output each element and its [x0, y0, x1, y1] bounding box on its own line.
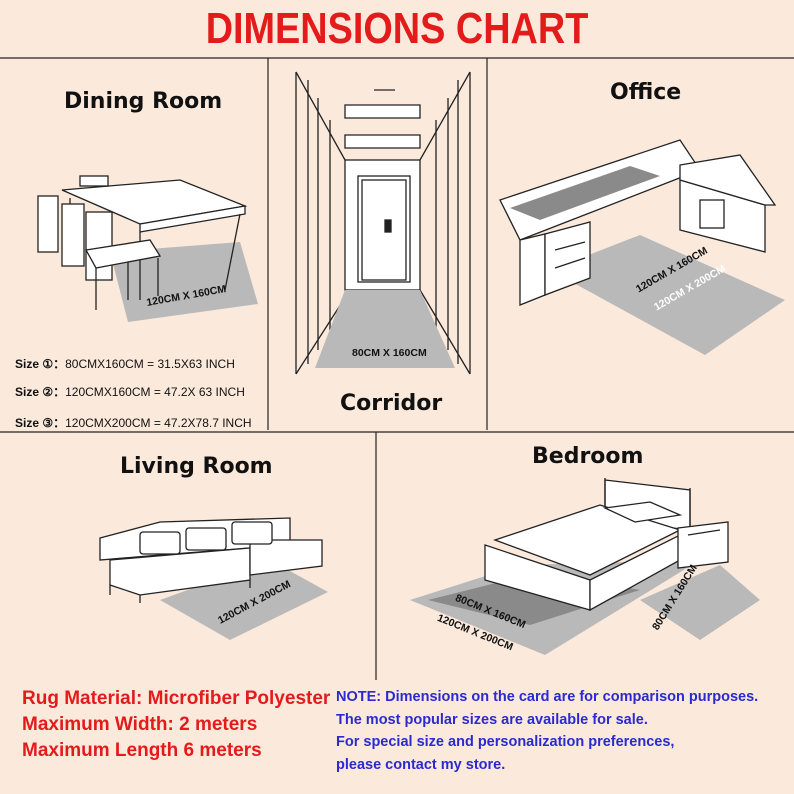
size-row-value: 80CMX160CM = 31.5X63 INCH [65, 357, 235, 371]
note-line: The most popular sizes are available for… [336, 711, 648, 728]
specs-block: Rug Material: Microfiber Polyester Maxim… [22, 686, 330, 764]
spec-length: Maximum Length 6 meters [22, 740, 262, 761]
room-title-bedroom: Bedroom [532, 444, 644, 469]
corridor-illustration [295, 71, 471, 375]
dining-rug [110, 242, 258, 322]
note-line: NOTE: Dimensions on the card are for com… [336, 689, 759, 705]
dining-illustration [37, 175, 258, 322]
living-rug [160, 560, 328, 640]
bedroom-illustration [410, 478, 760, 655]
office-illustration [499, 139, 785, 355]
spec-material: Rug Material: Microfiber Polyester [22, 688, 331, 709]
size-row-value: 120CMX200CM = 47.2X78.7 INCH [65, 416, 252, 430]
size-row-label: Size ①： [15, 357, 66, 371]
note-block: NOTE: Dimensions on the card are for com… [336, 686, 758, 776]
room-title-office: Office [610, 80, 682, 105]
bedroom-rug-small [640, 565, 760, 640]
room-title-dining: Dining Room [64, 89, 223, 114]
page-title: DIMENSIONS CHART [205, 4, 589, 53]
room-title-corridor: Corridor [340, 391, 443, 416]
size-row-label: Size ②： [15, 385, 66, 399]
size-row-2: Size ②：120CMX160CM = 47.2X 63 INCH [15, 383, 245, 400]
office-rug [550, 235, 785, 355]
size-row-value: 120CMX160CM = 47.2X 63 INCH [65, 385, 245, 399]
size-row-1: Size ①：80CMX160CM = 31.5X63 INCH [15, 355, 235, 372]
panel-dividers [0, 57, 794, 680]
rug-label-corridor: 80CM X 160CM [352, 347, 427, 359]
living-illustration [99, 517, 328, 640]
size-row-label: Size ③： [15, 416, 66, 430]
room-title-living: Living Room [120, 454, 273, 479]
size-row-3: Size ③：120CMX200CM = 47.2X78.7 INCH [15, 414, 252, 431]
note-line: please contact my store. [336, 756, 506, 773]
spec-width: Maximum Width: 2 meters [22, 714, 258, 735]
note-line: For special size and personalization pre… [336, 734, 675, 750]
corridor-rug [315, 290, 455, 368]
